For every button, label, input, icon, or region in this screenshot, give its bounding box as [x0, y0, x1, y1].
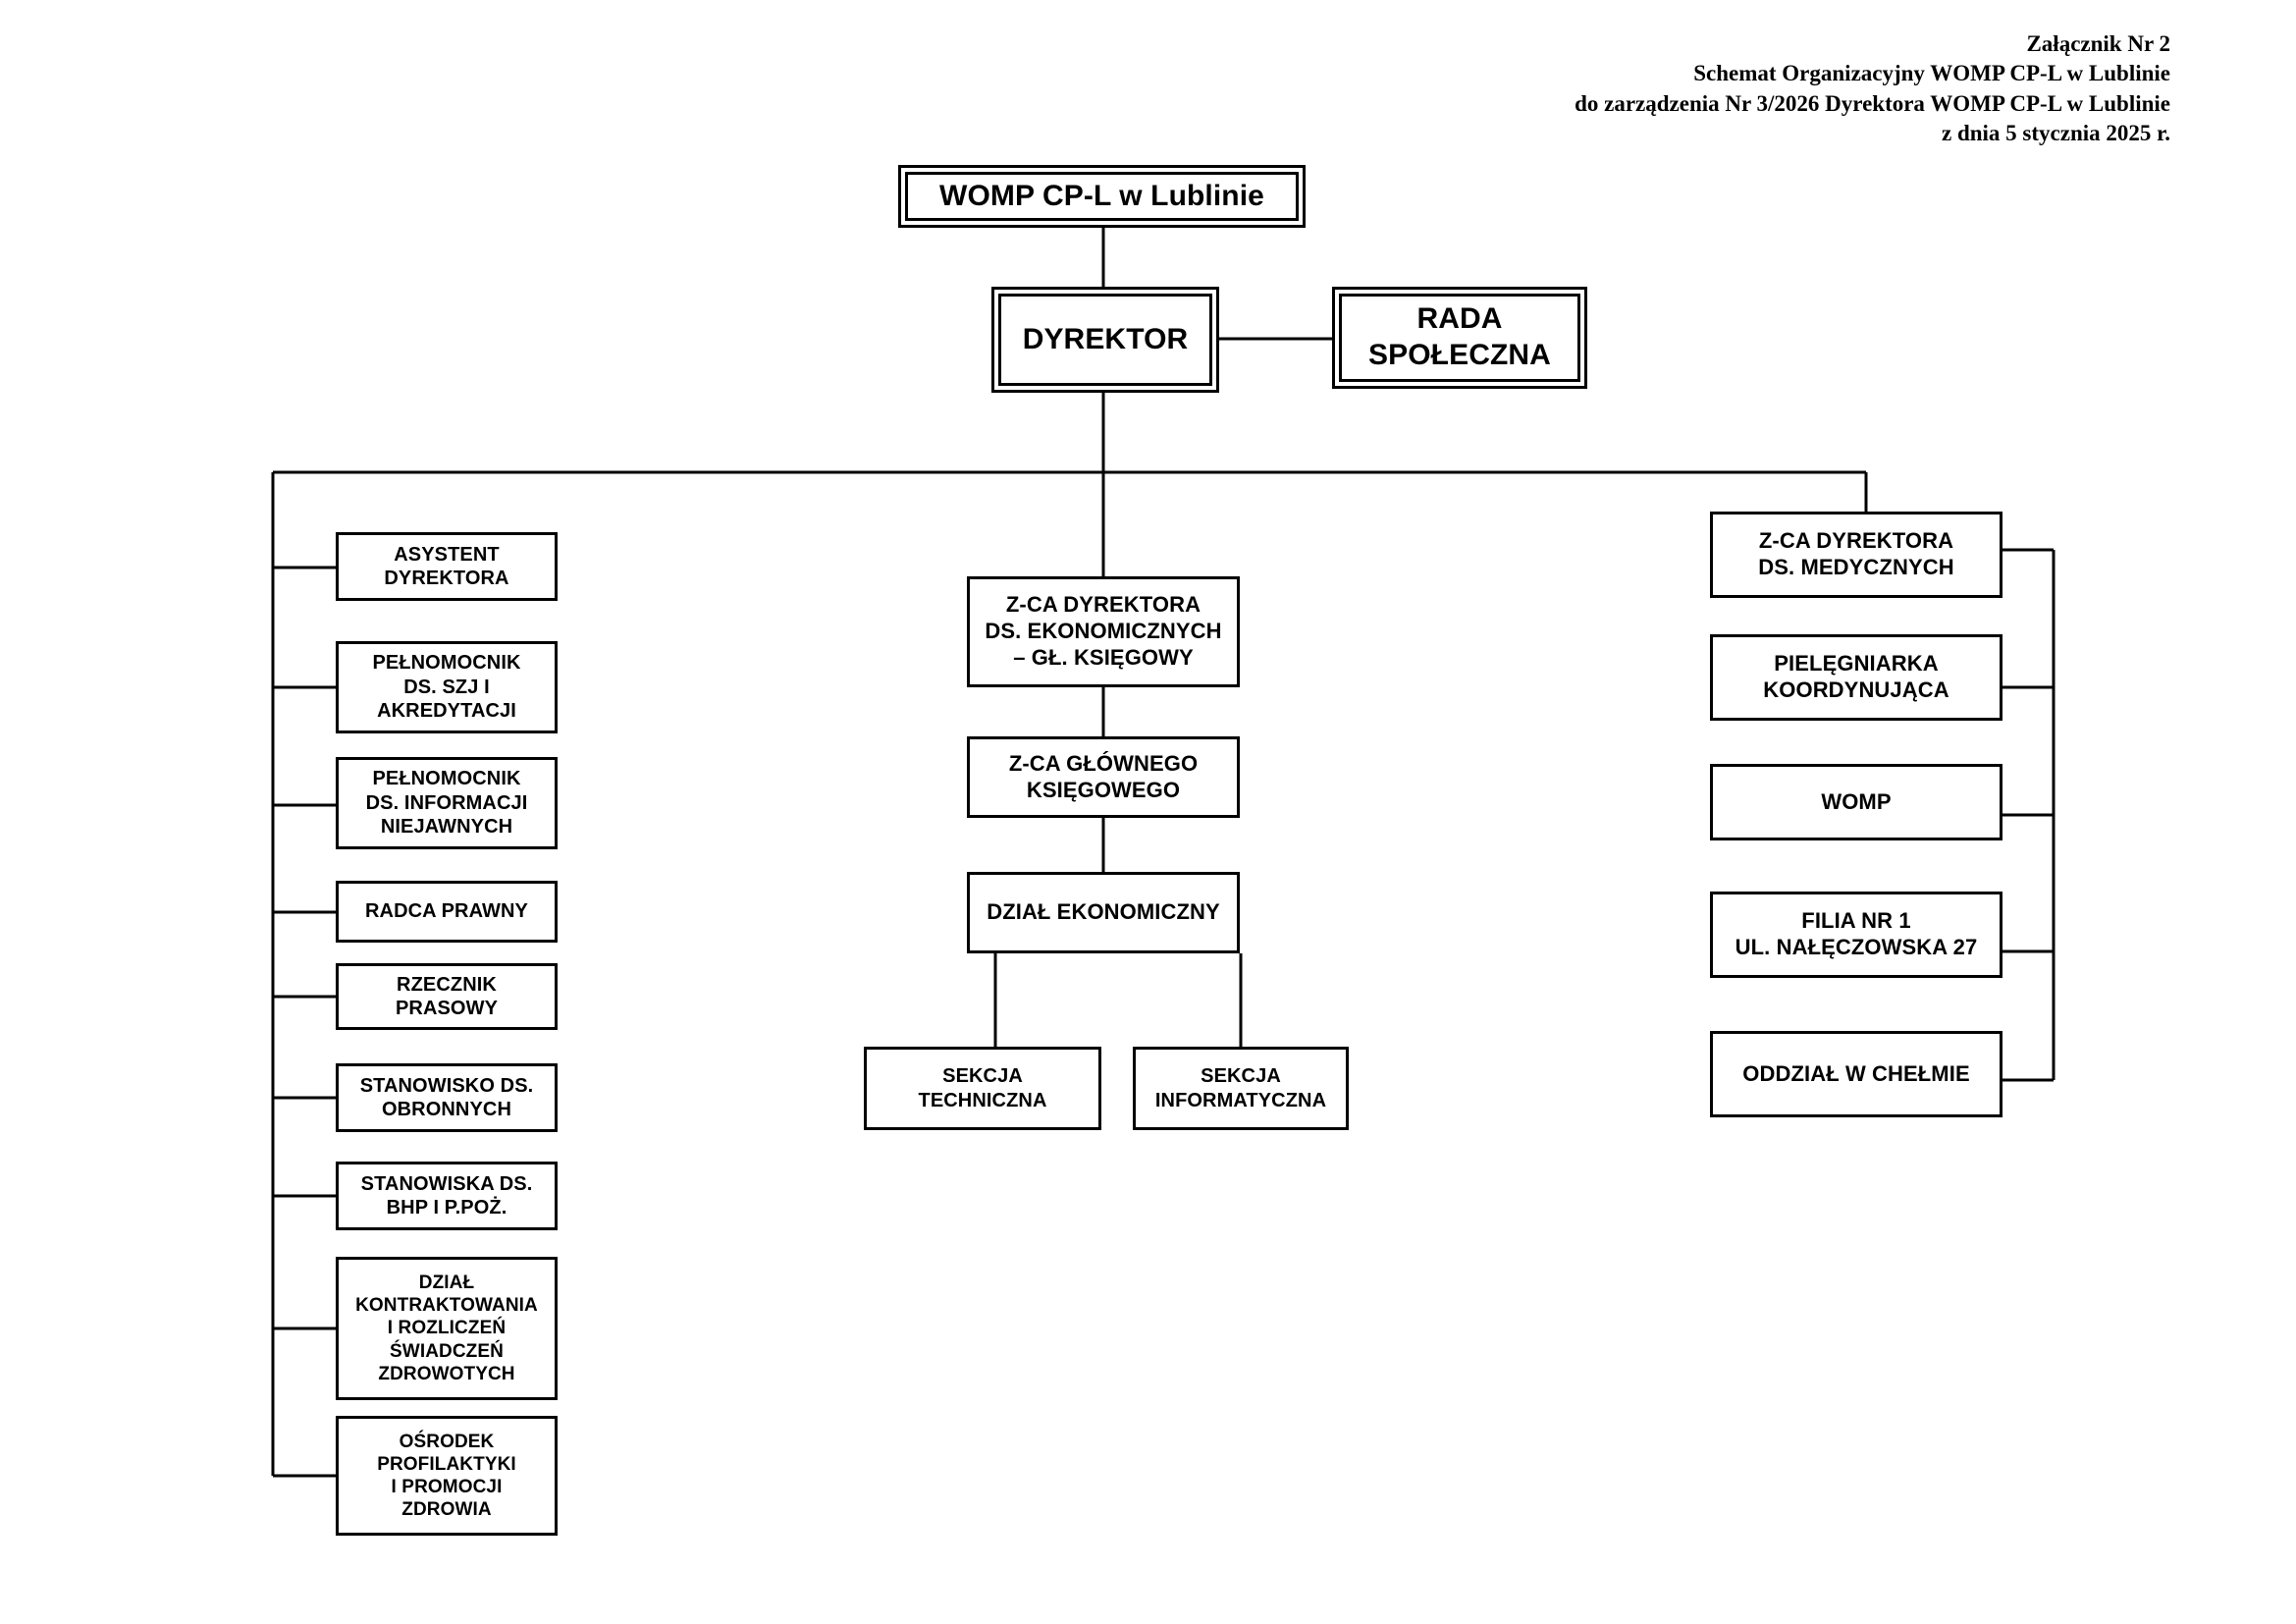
node-rzecznik-prasowy-label: RZECZNIK PRASOWY — [395, 973, 499, 1019]
node-pielegniarka-koordynujaca[interactable]: PIELĘGNIARKA KOORDYNUJĄCA — [1710, 634, 2002, 721]
node-pelnomocnik-szj-label: PEŁNOMOCNIK DS. SZJ I AKREDYTACJI — [372, 652, 521, 723]
header-line-1: Załącznik Nr 2 — [2026, 31, 2170, 56]
node-zca-dyrektora-medycznych-label: Z-CA DYREKTORA DS. MEDYCZNYCH — [1758, 528, 1954, 579]
node-filia-nr-1-label: FILIA NR 1 UL. NAŁĘCZOWSKA 27 — [1735, 908, 1978, 959]
node-osrodek-profilaktyki[interactable]: OŚRODEK PROFILAKTYKI I PROMOCJI ZDROWIA — [336, 1416, 558, 1536]
node-filia-nr-1[interactable]: FILIA NR 1 UL. NAŁĘCZOWSKA 27 — [1710, 892, 2002, 978]
header-line-4: z dnia 5 stycznia 2025 r. — [1942, 121, 2170, 146]
node-dyrektor-label: DYREKTOR — [1022, 322, 1189, 355]
node-zca-dyrektora-medycznych[interactable]: Z-CA DYREKTORA DS. MEDYCZNYCH — [1710, 512, 2002, 598]
node-zca-dyrektora-ekonomicznych-label: Z-CA DYREKTORA DS. EKONOMICZNYCH – GŁ. K… — [985, 592, 1222, 670]
node-zca-glownego-ksiegowego[interactable]: Z-CA GŁÓWNEGO KSIĘGOWEGO — [967, 736, 1240, 818]
node-asystent-dyrektora[interactable]: ASYSTENT DYREKTORA — [336, 532, 558, 601]
node-oddzial-w-chelmie-label: ODDZIAŁ W CHEŁMIE — [1742, 1060, 1970, 1086]
node-dzial-ekonomiczny[interactable]: DZIAŁ EKONOMICZNY — [967, 872, 1240, 953]
node-womp-cpl[interactable]: WOMP CP-L w Lublinie — [898, 165, 1306, 228]
node-radca-prawny[interactable]: RADCA PRAWNY — [336, 881, 558, 943]
node-womp-cpl-inner: WOMP CP-L w Lublinie — [905, 172, 1299, 221]
node-womp-label: WOMP — [1821, 788, 1892, 814]
node-stanowisko-obronnych[interactable]: STANOWISKO DS. OBRONNYCH — [336, 1063, 558, 1132]
header-note: Załącznik Nr 2 Schemat Organizacyjny WOM… — [1575, 29, 2170, 148]
node-pielegniarka-koordynujaca-label: PIELĘGNIARKA KOORDYNUJĄCA — [1763, 651, 1949, 702]
node-pelnomocnik-informacji-label: PEŁNOMOCNIK DS. INFORMACJI NIEJAWNYCH — [365, 768, 528, 839]
node-womp[interactable]: WOMP — [1710, 764, 2002, 840]
header-line-3: do zarządzenia Nr 3/2026 Dyrektora WOMP … — [1575, 90, 2170, 116]
node-osrodek-profilaktyki-label: OŚRODEK PROFILAKTYKI I PROMOCJI ZDROWIA — [377, 1431, 516, 1521]
node-zca-dyrektora-ekonomicznych[interactable]: Z-CA DYREKTORA DS. EKONOMICZNYCH – GŁ. K… — [967, 576, 1240, 687]
node-sekcja-informatyczna-label: SEKCJA INFORMATYCZNA — [1154, 1065, 1327, 1111]
node-womp-cpl-label: WOMP CP-L w Lublinie — [939, 179, 1264, 212]
node-sekcja-informatyczna[interactable]: SEKCJA INFORMATYCZNA — [1133, 1047, 1349, 1130]
node-zca-glownego-ksiegowego-label: Z-CA GŁÓWNEGO KSIĘGOWEGO — [1008, 750, 1199, 802]
node-dyrektor[interactable]: DYREKTOR — [991, 287, 1219, 393]
node-rada-spoleczna[interactable]: RADA SPOŁECZNA — [1332, 287, 1587, 389]
node-stanowiska-bhp[interactable]: STANOWISKA DS. BHP I P.POŻ. — [336, 1162, 558, 1230]
node-dzial-kontraktowania-label: DZIAŁ KONTRAKTOWANIA I ROZLICZEŃ ŚWIADCZ… — [355, 1272, 538, 1384]
node-dyrektor-inner: DYREKTOR — [998, 294, 1212, 386]
node-sekcja-techniczna[interactable]: SEKCJA TECHNICZNA — [864, 1047, 1101, 1130]
node-radca-prawny-label: RADCA PRAWNY — [364, 900, 528, 923]
node-stanowisko-obronnych-label: STANOWISKO DS. OBRONNYCH — [359, 1074, 534, 1120]
node-dzial-kontraktowania[interactable]: DZIAŁ KONTRAKTOWANIA I ROZLICZEŃ ŚWIADCZ… — [336, 1257, 558, 1400]
node-pelnomocnik-informacji[interactable]: PEŁNOMOCNIK DS. INFORMACJI NIEJAWNYCH — [336, 757, 558, 849]
node-dzial-ekonomiczny-label: DZIAŁ EKONOMICZNY — [987, 899, 1220, 925]
node-rada-spoleczna-label: RADA SPOŁECZNA — [1368, 302, 1551, 371]
node-sekcja-techniczna-label: SEKCJA TECHNICZNA — [918, 1065, 1047, 1111]
node-stanowiska-bhp-label: STANOWISKA DS. BHP I P.POŻ. — [360, 1172, 533, 1218]
header-line-2: Schemat Organizacyjny WOMP CP-L w Lublin… — [1693, 61, 2170, 86]
node-rada-spoleczna-inner: RADA SPOŁECZNA — [1339, 294, 1580, 382]
node-rzecznik-prasowy[interactable]: RZECZNIK PRASOWY — [336, 963, 558, 1030]
node-oddzial-w-chelmie[interactable]: ODDZIAŁ W CHEŁMIE — [1710, 1031, 2002, 1117]
node-asystent-dyrektora-label: ASYSTENT DYREKTORA — [384, 543, 509, 589]
node-pelnomocnik-szj[interactable]: PEŁNOMOCNIK DS. SZJ I AKREDYTACJI — [336, 641, 558, 733]
